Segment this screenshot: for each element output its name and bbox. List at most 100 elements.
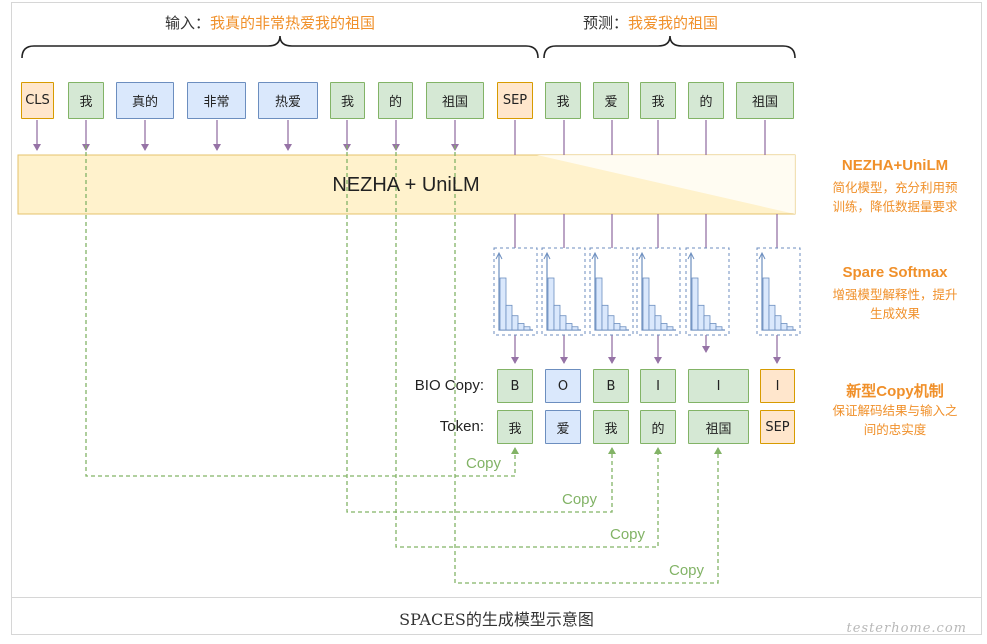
caption-bar: SPACES的生成模型示意图 [11, 597, 982, 635]
bio-copy-label: BIO Copy: [414, 377, 484, 394]
histogram-bar [648, 304, 656, 331]
bio-tag: I [688, 369, 749, 403]
output-token: 祖国 [688, 410, 749, 444]
histogram-bar [654, 315, 662, 331]
predict-brace [543, 35, 796, 59]
input-token: CLS [21, 82, 54, 119]
histogram-bar [666, 326, 674, 331]
histogram-bar [517, 323, 525, 331]
histogram-bar [780, 323, 788, 331]
histogram-arrowhead [591, 251, 599, 260]
histogram-bar [762, 277, 770, 331]
output-token: 爱 [545, 410, 581, 444]
histogram-arrowhead [758, 251, 766, 260]
histogram-bar [703, 315, 711, 331]
input-token-label: 真的 [131, 95, 158, 110]
predict-token: 我 [545, 82, 581, 119]
output-token-label: 我 [508, 421, 522, 437]
input-token: SEP [497, 82, 533, 119]
histogram-bar [774, 315, 782, 331]
output-token-label: 爱 [556, 421, 570, 437]
histogram-bar [559, 315, 567, 331]
softmax-note-line: 生成效果 [869, 306, 920, 321]
model-label: NEZHA + UniLM [332, 173, 480, 196]
histogram-bar [511, 315, 519, 331]
copy-path-3 [395, 145, 662, 548]
copy-note-line: 间的忠实度 [863, 422, 927, 437]
input-token-label: 非常 [203, 95, 230, 110]
input-header: 输入：我真的非常热爱我的祖国 [165, 12, 375, 33]
input-token: 非常 [187, 82, 246, 119]
copy-note-line: 保证解码结果与输入之 [832, 403, 958, 418]
input-token-label: 我 [340, 95, 354, 110]
bio-tag-label: I [775, 378, 780, 394]
histogram-bar [619, 326, 627, 331]
copy-note-desc: 保证解码结果与输入之 间的忠实度 [810, 401, 980, 439]
figure-caption: SPACES的生成模型示意图 [399, 610, 594, 629]
histogram-arrowhead [495, 251, 503, 260]
predict-header: 预测：我爱我的祖国 [583, 12, 718, 33]
input-token-label: 热爱 [274, 95, 301, 110]
bio-tag-label: O [557, 378, 569, 394]
histogram-bar [601, 304, 609, 331]
bio-tag-label: I [716, 378, 721, 394]
softmax-histograms [493, 247, 801, 336]
histogram-arrowhead [638, 251, 646, 260]
histogram-bar [607, 315, 615, 331]
histogram-bar [499, 277, 507, 331]
watermark: testerhome.com [846, 621, 967, 636]
histogram-bar [505, 304, 513, 331]
output-token: SEP [760, 410, 795, 444]
output-token: 我 [593, 410, 629, 444]
histogram-bar [691, 277, 699, 331]
model-note-title: NEZHA+UniLM [841, 157, 949, 174]
output-token-label: 的 [651, 421, 665, 437]
copy-path-1 [85, 145, 519, 477]
input-token: 热爱 [258, 82, 318, 119]
input-brace [21, 35, 539, 59]
input-token: 我 [330, 82, 365, 119]
predict-token: 祖国 [736, 82, 794, 119]
histogram-box [493, 247, 538, 336]
model-note-desc: 简化模型，充分利用预 训练，降低数据量要求 [810, 178, 980, 216]
copy-label: Copy [464, 455, 504, 472]
histogram-bar [715, 326, 723, 331]
bio-tag: B [497, 369, 533, 403]
predict-token: 的 [688, 82, 724, 119]
histogram-box [636, 247, 681, 336]
histogram-bar [565, 323, 573, 331]
softmax-note-line: 增强模型解释性，提升 [832, 287, 958, 302]
copy-paths [85, 145, 722, 584]
predict-header-prefix: 预测： [583, 14, 629, 32]
copy-path-2 [346, 145, 616, 513]
histogram-bar [709, 323, 717, 331]
output-token-label: 祖国 [705, 421, 732, 437]
bio-tag-label: B [510, 378, 520, 394]
histogram-box [589, 247, 634, 336]
histogram-bar [660, 323, 668, 331]
input-arrows [33, 120, 766, 155]
histogram-bar [642, 277, 650, 331]
output-arrows [511, 214, 781, 364]
mask-triangle [537, 155, 795, 214]
copy-path-4 [454, 145, 722, 584]
input-header-text: 我真的非常热爱我的祖国 [210, 14, 376, 32]
histogram-bar [595, 277, 603, 331]
input-header-prefix: 输入： [165, 14, 211, 32]
input-token-label: SEP [502, 93, 528, 108]
histogram-arrowhead [687, 251, 695, 260]
output-token: 的 [640, 410, 676, 444]
input-token-label: 我 [79, 95, 93, 110]
predict-token-label: 我 [651, 95, 665, 110]
predict-token: 爱 [593, 82, 629, 119]
bio-tag: B [593, 369, 629, 403]
predict-token: 我 [640, 82, 676, 119]
output-token-label: SEP [765, 419, 790, 435]
bio-tag-label: B [606, 378, 616, 394]
histogram-bar [786, 326, 794, 331]
bio-tag: O [545, 369, 581, 403]
histogram-bar [768, 304, 776, 331]
histogram-box [756, 247, 801, 336]
input-token: 真的 [116, 82, 174, 119]
